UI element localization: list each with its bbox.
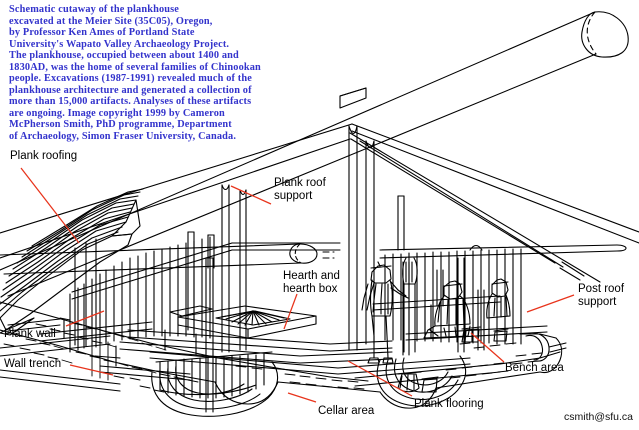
structure-linework — [0, 11, 639, 417]
rafter-braces — [397, 195, 585, 281]
label-plank-wall: Plank wall — [4, 328, 56, 340]
label-post-roof-support: Post roof support — [578, 283, 625, 308]
leader-plank-flooring — [347, 360, 413, 397]
roof-planes — [0, 123, 639, 283]
label-hearth-and-hearth-box: Hearth and hearth box — [283, 270, 340, 295]
leader-plank-roof-support — [230, 185, 272, 205]
plank-flooring — [0, 318, 501, 392]
hearth-box — [169, 305, 317, 339]
leader-lines — [20, 167, 575, 403]
leader-plank-wall — [65, 310, 105, 327]
wall-plate — [71, 242, 341, 300]
figure-seated-center — [423, 280, 471, 339]
bench-frame — [372, 257, 548, 356]
post-roof-support — [379, 244, 627, 259]
label-plank-roofing: Plank roofing — [10, 150, 78, 162]
storage-box — [461, 326, 509, 343]
figure-seated-right — [486, 278, 511, 319]
leader-post-roof-support — [526, 294, 575, 313]
label-cellar-area: Cellar area — [318, 405, 375, 417]
leader-wall-trench — [69, 364, 114, 376]
credit-email: csmith@sfu.ca — [564, 411, 634, 423]
caption-text: Schematic cutaway of the plankhouse exca… — [9, 4, 261, 143]
label-wall-trench: Wall trench — [4, 358, 62, 370]
label-bench-area: Bench area — [505, 362, 564, 374]
plank-roofing — [0, 188, 144, 336]
leader-hearth — [283, 293, 298, 330]
horizontal-log-beam — [0, 243, 335, 275]
label-plank-roof-support: Plank roof support — [274, 177, 326, 202]
leader-cellar-area — [287, 392, 317, 403]
leader-bench-area — [470, 332, 505, 363]
paddle-pole — [402, 257, 418, 353]
figure-standing — [361, 261, 409, 364]
label-plank-flooring: Plank flooring — [414, 398, 484, 410]
plank-roof-support-posts — [221, 87, 375, 353]
leader-plank-roofing — [20, 167, 80, 244]
right-eave-hook — [525, 333, 567, 362]
